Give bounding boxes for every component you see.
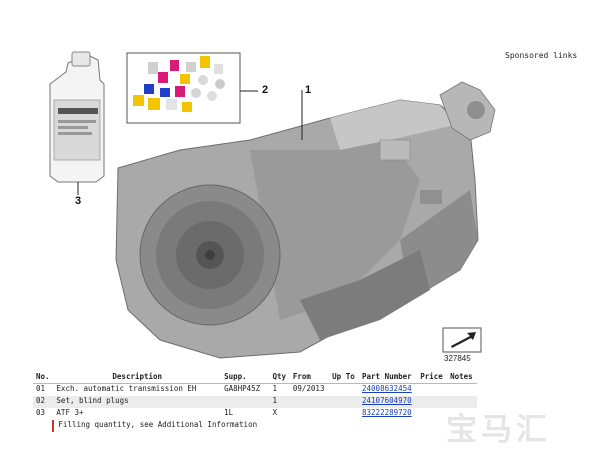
col-header-from: From (289, 371, 330, 384)
col-header-price: Price (417, 371, 448, 384)
row-up-to (329, 396, 360, 408)
callout-number-2: 2 (262, 84, 269, 96)
row-up-to (329, 384, 359, 397)
parts-table-header-row: No. Description Supp. Qty From Up To Par… (33, 371, 477, 384)
row-qty: 1 (269, 396, 290, 408)
table-row: 01 Exch. automatic transmission EH GA8HP… (33, 384, 477, 397)
col-header-part-number: Part Number (359, 371, 418, 384)
part-number-link[interactable]: 24107604970 (362, 396, 412, 405)
row-description: Set, blind plugs (53, 396, 222, 408)
row-supp: GA8HP45Z (224, 384, 261, 393)
col-header-qty: Qty (269, 371, 290, 384)
row-price (417, 384, 447, 397)
row-from (289, 396, 330, 408)
atf-bottle-illustration (49, 51, 105, 183)
row-up-to (329, 408, 359, 420)
row-note-spacer (33, 420, 53, 432)
arrow-legend-icon (442, 327, 482, 353)
parts-table: No. Description Supp. Qty From Up To Par… (33, 371, 477, 432)
col-header-up-to: Up To (329, 371, 360, 384)
table-row-note: Filling quantity, see Additional Informa… (33, 420, 477, 432)
row-notes (447, 384, 477, 397)
col-header-description: Description (53, 371, 222, 384)
row-qty: X (272, 408, 277, 417)
part-number-link[interactable]: 24008632454 (362, 384, 412, 393)
row-from (290, 408, 329, 420)
row-qty: 1 (272, 384, 277, 393)
row-from: 09/2013 (292, 384, 325, 393)
row-note-text: Filling quantity, see Additional Informa… (52, 420, 270, 432)
row-no: 03 (36, 408, 46, 417)
col-header-notes: Notes (447, 371, 477, 384)
diagram-reference-number: 327845 (444, 354, 471, 363)
row-description: Exch. automatic transmission EH (56, 384, 197, 393)
row-supp: 1L (224, 408, 234, 417)
row-part-number-cell: 83222289720 (359, 408, 417, 420)
transmission-illustration (115, 81, 496, 359)
row-description: ATF 3+ (56, 408, 84, 417)
row-part-number-cell: 24107604970 (359, 396, 418, 408)
row-no: 01 (36, 384, 46, 393)
col-header-supp: Supp. (221, 371, 270, 384)
row-supp (221, 396, 270, 408)
part-number-link[interactable]: 83222289720 (362, 408, 412, 417)
table-row: 02 Set, blind plugs 1 24107604970 (33, 396, 477, 408)
row-part-number-cell: 24008632454 (359, 384, 417, 397)
row-notes (447, 408, 477, 420)
row-note-fill (269, 420, 477, 432)
blind-plugs-illustration (126, 52, 241, 124)
watermark-logo: 宝马汇 (446, 412, 551, 448)
col-header-no: No. (33, 371, 54, 384)
row-price (417, 408, 447, 420)
table-row: 03 ATF 3+ 1L X 83222289720 (33, 408, 477, 420)
row-price (417, 396, 448, 408)
callout-number-1: 1 (305, 84, 312, 96)
callout-number-3: 3 (75, 195, 82, 207)
sponsored-links-label: Sponsored links (505, 51, 578, 60)
row-no: 02 (33, 396, 54, 408)
row-notes (447, 396, 477, 408)
